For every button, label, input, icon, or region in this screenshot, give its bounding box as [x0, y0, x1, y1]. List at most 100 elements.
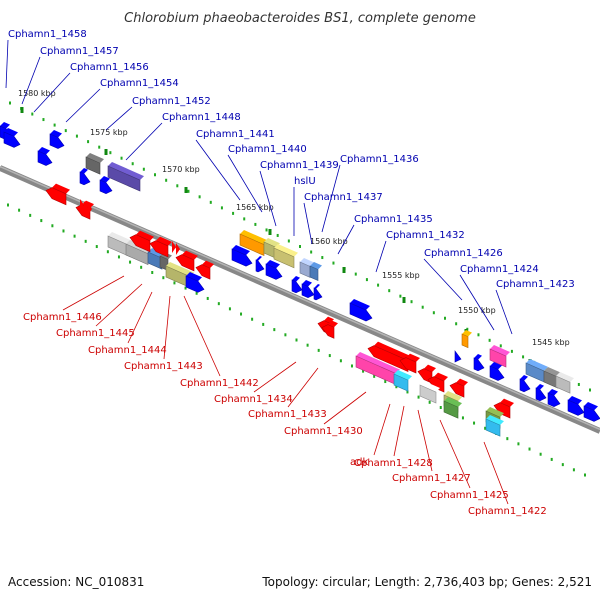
- upper-gene-label: hslU: [294, 176, 316, 187]
- scale-dot: [332, 261, 335, 265]
- gene-block-top: [240, 230, 268, 245]
- scale-major-mark: [268, 229, 272, 235]
- gene-block-outline: [321, 324, 335, 339]
- gene-block-face: [526, 363, 544, 382]
- upper-gene-label: Cphamn1_1439: [260, 160, 339, 171]
- gene-block-top: [38, 147, 50, 155]
- map-title: Chlorobium phaeobacteroides BS1, complet…: [124, 11, 476, 26]
- gene-block-face: [148, 252, 162, 270]
- scale-dot: [98, 145, 101, 149]
- gene-block-outline: [535, 387, 547, 402]
- scale-dot: [209, 200, 212, 204]
- gene-block-top: [556, 372, 574, 383]
- gene-block-outline: [45, 187, 67, 206]
- lower-label-leader: [163, 295, 171, 360]
- lower-label-leader: [95, 283, 143, 327]
- scale-dot: [87, 140, 90, 144]
- scale-dot: [206, 296, 209, 300]
- upper-label-leader: [495, 289, 513, 335]
- upper-gene-label: Cphamn1_1441: [196, 129, 275, 140]
- gene-block-face: [126, 244, 148, 265]
- scale-dot: [173, 281, 176, 285]
- gene-block: [37, 147, 53, 166]
- gene-block-outline: [49, 133, 65, 149]
- gene-block: [519, 375, 531, 393]
- upper-label-leader: [227, 154, 263, 213]
- scale-dot: [232, 211, 235, 215]
- scale-dot: [528, 447, 531, 451]
- gene-block-face: [166, 266, 190, 288]
- lower-label-leader: [483, 441, 509, 505]
- gene-block-top: [486, 407, 504, 418]
- scale-dot: [328, 354, 331, 358]
- scale-dot: [428, 400, 431, 404]
- gene-block-outline: [125, 243, 149, 266]
- gene-block-face: [266, 264, 282, 280]
- gene-block-face: [548, 393, 560, 407]
- scale-dot: [9, 101, 11, 105]
- gene-block-top: [232, 245, 250, 256]
- gene-block-face: [4, 132, 20, 148]
- lower-gene-label: Cphamn1_1444: [88, 345, 167, 356]
- scale-dot: [42, 118, 45, 122]
- gene-block-top: [202, 260, 214, 269]
- gene-block: [419, 381, 440, 404]
- scale-dot: [284, 333, 287, 337]
- scale-dot: [243, 217, 246, 221]
- gene-block-face: [455, 351, 461, 362]
- gene-block-outline: [461, 333, 469, 349]
- gene-block: [555, 372, 574, 394]
- scale-tick-label: 1545 kbp: [532, 338, 570, 347]
- gene-block: [489, 362, 505, 381]
- scale-dot: [384, 380, 387, 384]
- scale-dot: [350, 364, 353, 368]
- upper-label-leader: [259, 170, 277, 227]
- gene-block-top: [314, 284, 320, 289]
- gene-block-face: [568, 400, 584, 416]
- gene-block-outline: [255, 259, 265, 273]
- gene-features: [0, 122, 600, 437]
- upper-gene-label: Cphamn1_1458: [8, 29, 87, 40]
- gene-block-face: [494, 402, 510, 419]
- scale-dot: [265, 228, 268, 232]
- upper-label-leader: [125, 122, 163, 161]
- gene-block-top: [536, 384, 544, 390]
- genome-summary-text: Topology: circular; Length: 2,736,403 bp…: [261, 575, 592, 589]
- gene-block: [49, 130, 65, 149]
- scale-tick-label: 1570 kbp: [162, 165, 200, 174]
- gene-block-outline: [129, 234, 151, 253]
- gene-block-face: [350, 303, 372, 322]
- upper-gene-label: Cphamn1_1448: [162, 112, 241, 123]
- scale-dot: [321, 256, 324, 260]
- gene-block-face: [302, 284, 314, 298]
- gene-block-face: [520, 379, 530, 392]
- scale-tick-label: 1555 kbp: [382, 271, 420, 280]
- gene-block: [149, 236, 172, 258]
- scale-dot: [129, 260, 132, 264]
- scale-dot: [395, 385, 398, 389]
- small-gene-chevron: [172, 241, 176, 253]
- gene-block: [301, 280, 315, 298]
- scale-dot: [109, 151, 112, 155]
- scale-dot: [455, 322, 458, 326]
- gene-block-face: [310, 266, 318, 281]
- scale-dot: [251, 317, 254, 321]
- gene-block: [399, 353, 420, 374]
- scale-dot: [377, 283, 380, 287]
- gene-block: [195, 260, 214, 280]
- scale-dot: [584, 473, 586, 477]
- scale-dot: [18, 208, 21, 212]
- scale-dot: [162, 276, 165, 280]
- upper-label-leader: [33, 72, 71, 113]
- scale-major-mark: [184, 187, 188, 193]
- gene-block-outline: [149, 240, 169, 258]
- scale-dot: [317, 348, 320, 352]
- scale-dot: [273, 328, 276, 332]
- gene-block-outline: [493, 402, 511, 419]
- gene-block-face: [400, 357, 416, 374]
- gene-block-top: [455, 347, 459, 351]
- gene-block-face: [356, 356, 396, 385]
- scale-dot: [73, 234, 76, 238]
- gene-block-face: [450, 382, 464, 398]
- upper-label-leader: [195, 139, 241, 201]
